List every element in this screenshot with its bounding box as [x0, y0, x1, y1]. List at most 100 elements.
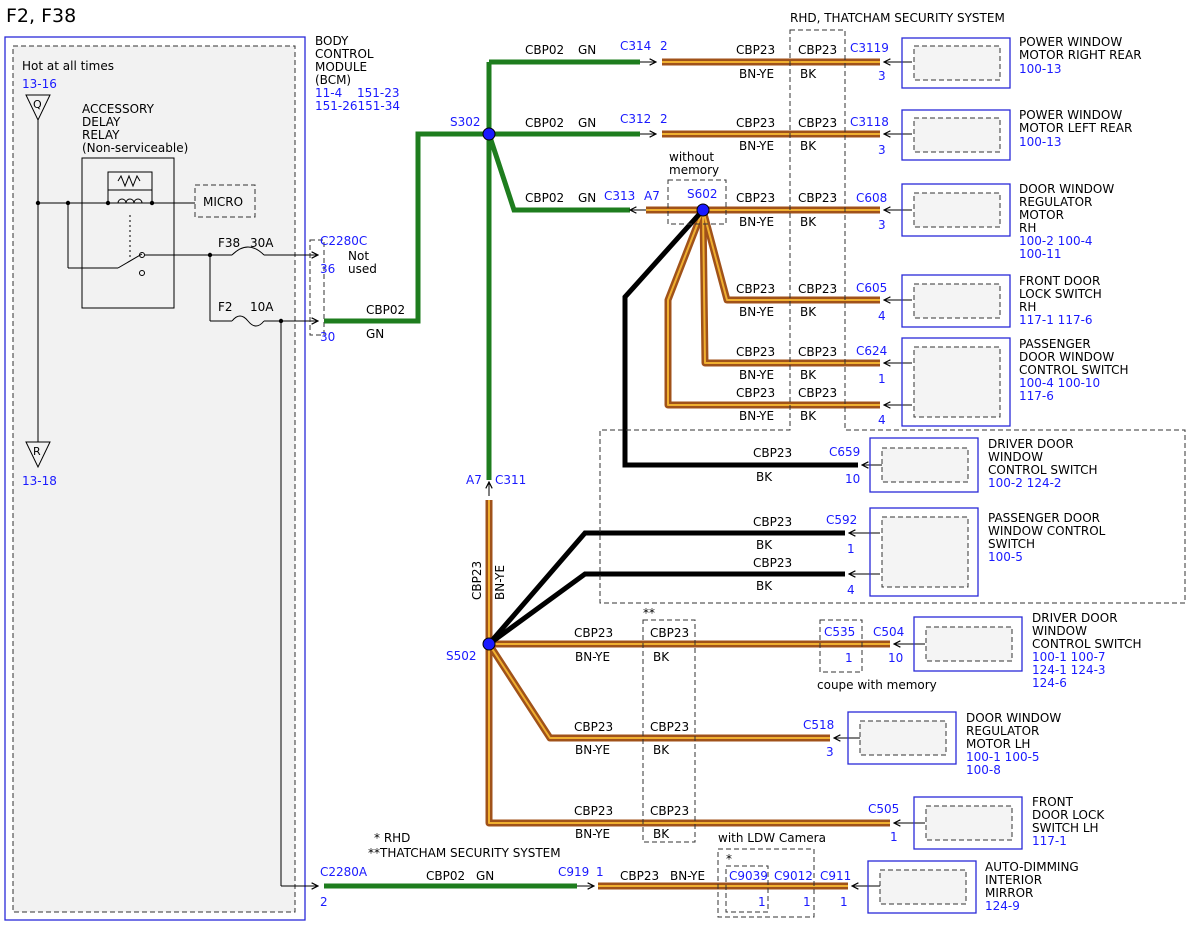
c608-ref-2: 100-11 [1019, 247, 1062, 261]
c518-ref-2: 100-8 [966, 763, 1001, 777]
c535-label: C535 [824, 625, 855, 639]
c624-conn: C624 [856, 344, 887, 358]
c504-name-3: CONTROL SWITCH [1032, 637, 1141, 651]
rhd-security-region [599, 29, 1186, 604]
wl-vert-bnye: BN-YE [493, 565, 507, 600]
c311-pin: A7 [466, 473, 482, 487]
c624-pin1: 1 [878, 372, 886, 386]
c3119-ref: 100-13 [1019, 62, 1062, 76]
relay-box [81, 157, 175, 309]
c2280a-pin: 2 [320, 895, 328, 909]
c504-name-2: WINDOW [1032, 624, 1087, 638]
wl-43: CBP23 [620, 869, 659, 883]
c518-name-3: MOTOR LH [966, 737, 1030, 751]
c605-name-2: LOCK SWITCH [1019, 287, 1102, 301]
wire-label-cbp02-c: CBP02 [525, 116, 564, 130]
c9012-label: C9012 [774, 869, 813, 883]
ldw-box [717, 848, 815, 918]
c3118-pin: 3 [878, 143, 886, 157]
wl-23: BN-YE [739, 409, 774, 423]
relay-label-4: (Non-serviceable) [82, 141, 188, 155]
c518-pin: 3 [826, 745, 834, 759]
wl-35: CBP23 [574, 720, 613, 734]
wl-13: CBP23 [736, 282, 775, 296]
hot-label: Hot at all times [22, 59, 114, 73]
wl-24: BK [800, 409, 817, 423]
q-triangle-icon [25, 94, 51, 122]
f2-amp: 10A [250, 300, 274, 314]
c504-conn: C504 [873, 625, 904, 639]
c9012-pin: 1 [803, 895, 811, 909]
c911-conn: C911 [820, 869, 851, 883]
with-ldw-label: with LDW Camera [718, 831, 826, 845]
c2280a-label: C2280A [320, 865, 368, 879]
wl-33: BN-YE [575, 650, 610, 664]
wl-31: CBP23 [574, 626, 613, 640]
c659-name-3: CONTROL SWITCH [988, 463, 1097, 477]
c314-label: C314 [620, 39, 651, 53]
c608-pin: 3 [878, 218, 886, 232]
without-memory-1: without [669, 150, 714, 164]
note-thatcham: **THATCHAM SECURITY SYSTEM [368, 846, 561, 860]
c608-name-1: DOOR WINDOW [1019, 182, 1114, 196]
wire-label-gn-a: GN [366, 327, 384, 341]
c624-name-3: CONTROL SWITCH [1019, 363, 1128, 377]
wl-42: BK [653, 827, 670, 841]
c605-name-1: FRONT DOOR [1019, 274, 1100, 288]
c505-name-2: DOOR LOCK [1032, 808, 1105, 822]
s602-label: S602 [687, 187, 718, 201]
c518-name-2: REGULATOR [966, 724, 1039, 738]
c911-name-2: INTERIOR [985, 873, 1042, 887]
wl-38: BK [653, 743, 670, 757]
bcm-box [4, 36, 306, 921]
wl-20: BK [800, 368, 817, 382]
without-memory-box [667, 179, 727, 225]
component-passenger-window-switch-c592: C592 1 4 PASSENGER DOOR WINDOW CONTROL S… [826, 507, 1106, 597]
c505-conn: C505 [868, 802, 899, 816]
wl-10: CBP23 [798, 191, 837, 205]
c535-pin: 1 [845, 651, 853, 665]
star-label: * [726, 852, 732, 866]
c592-name-2: WINDOW CONTROL [988, 524, 1106, 538]
wl-3: BN-YE [739, 67, 774, 81]
wl-9: CBP23 [736, 191, 775, 205]
relay-label-2: DELAY [82, 115, 121, 129]
wl-22: CBP23 [798, 386, 837, 400]
wire-label-gn-d: GN [578, 191, 596, 205]
c3118-ref: 100-13 [1019, 135, 1062, 149]
c919-pin: 1 [596, 865, 604, 879]
r-letter: R [33, 445, 41, 458]
bcm-ref-2: 151-23 [357, 86, 400, 100]
c2280c-label: C2280C [320, 234, 367, 248]
f38-amp: 30A [250, 236, 274, 250]
c3119-name-1: POWER WINDOW [1019, 35, 1122, 49]
c624-ref-2: 117-6 [1019, 389, 1054, 403]
c518-conn: C518 [803, 718, 834, 732]
wire-label-gn-e: GN [476, 869, 494, 883]
c9039-box [725, 865, 769, 913]
brown-yellow-wires [485, 58, 890, 890]
c659-conn: C659 [829, 445, 860, 459]
wl-18: CBP23 [798, 345, 837, 359]
c505-name-3: SWITCH LH [1032, 821, 1099, 835]
relay-coil-icon [117, 198, 143, 204]
micro-label: MICRO [203, 195, 243, 209]
bcm-ref-3: 151-26151-34 [315, 99, 400, 113]
resistor-icon [117, 174, 141, 188]
thatcham-lower-box [642, 619, 696, 843]
page-title: F2, F38 [6, 5, 76, 27]
relay-label-1: ACCESSORY [82, 102, 155, 116]
bcm-name-2: CONTROL [315, 47, 374, 61]
c504-ref-3: 124-6 [1032, 676, 1067, 690]
wire-label-cbp02-d: CBP02 [525, 191, 564, 205]
wl-2: CBP23 [798, 43, 837, 57]
wl-26: BK [756, 470, 773, 484]
fuse-f38-icon [231, 246, 265, 256]
c518-name-1: DOOR WINDOW [966, 711, 1061, 725]
c624-pin2: 4 [878, 413, 886, 427]
c312-pin: 2 [660, 112, 668, 126]
wl-27: CBP23 [753, 515, 792, 529]
c313-pin: A7 [644, 189, 660, 203]
